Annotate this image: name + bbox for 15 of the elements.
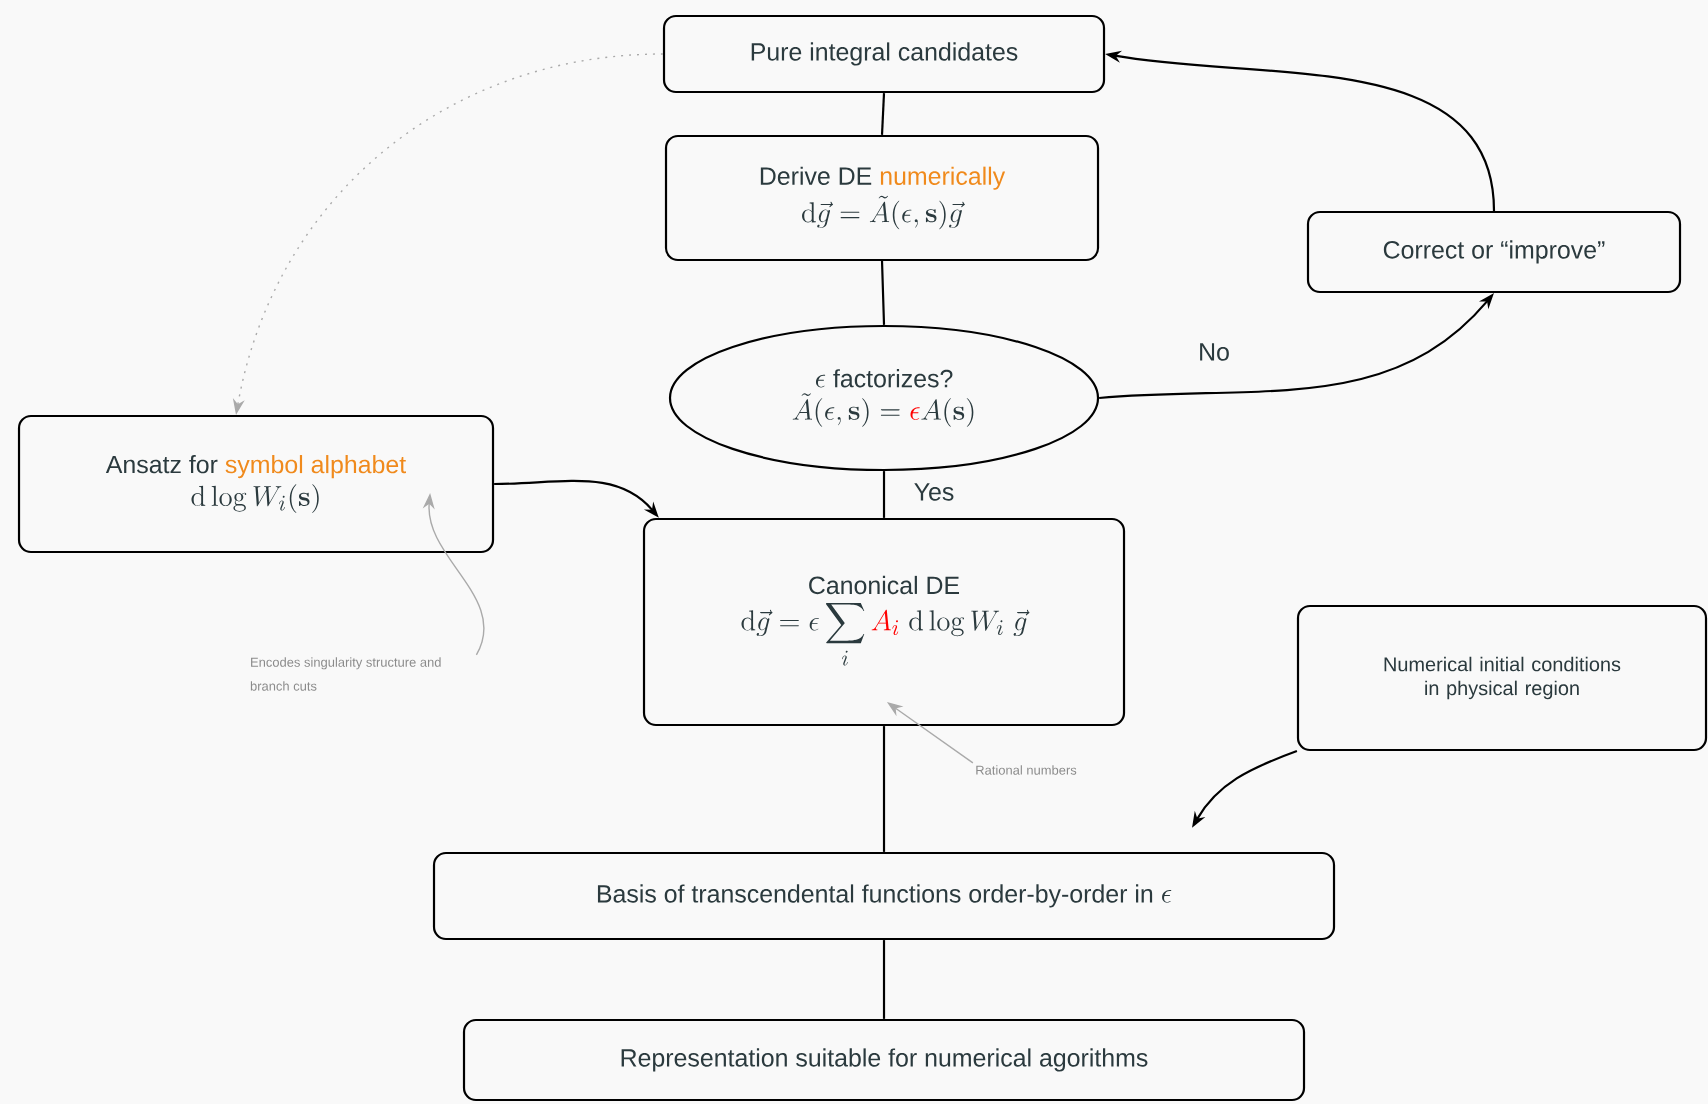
connector-line bbox=[880, 261, 886, 325]
edge-label: Yes bbox=[911, 481, 957, 503]
process-box: Numerical initial conditions in physical region bbox=[1296, 604, 1708, 752]
edge-label: No bbox=[1196, 341, 1232, 363]
process-box: Representation suitable for numerical agorithms bbox=[462, 1018, 1306, 1102]
connector-line bbox=[882, 940, 886, 1019]
process-box: Correct or “improve” bbox=[1306, 210, 1682, 294]
process-box: Canonical DE $\mathrm{d}\vec{g} = \epsilon \sum_i {\color{red}A_i}\;\mathrm{d}\log W_i\ \vec{g}$ bbox=[642, 517, 1126, 727]
connector-line bbox=[880, 93, 886, 135]
connector-line bbox=[882, 471, 886, 518]
process-box: Pure integral candidates bbox=[662, 14, 1106, 94]
connector-line bbox=[882, 726, 886, 852]
process-box: Basis of transcendental functions order-by-order in $\epsilon$ bbox=[432, 851, 1336, 941]
process-box: Derive DE numerically $\mathrm{d}\vec{g} = \tilde{A}(\epsilon,\mathbf{s})\vec{g}$ bbox=[664, 134, 1100, 262]
process-box: Ansatz for symbol alphabet $\mathrm{d}\log W_i(\mathbf{s})$ bbox=[17, 414, 495, 554]
